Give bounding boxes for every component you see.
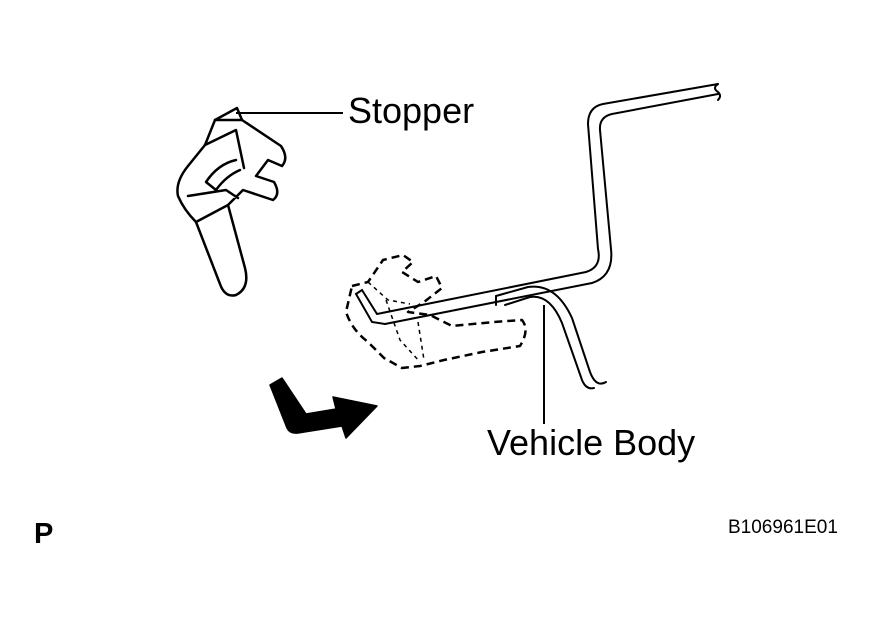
stopper-installed-outline (344, 253, 527, 370)
vehicle-body-label: Vehicle Body (487, 422, 696, 463)
view-letter: P (34, 518, 54, 550)
bracket-end (354, 288, 386, 325)
stopper-label: Stopper (348, 90, 475, 131)
figure-code: B106961E01 (728, 517, 838, 538)
stopper-part (176, 106, 287, 297)
vehicle-body-bracket (376, 83, 721, 390)
direction-arrow (269, 377, 378, 439)
